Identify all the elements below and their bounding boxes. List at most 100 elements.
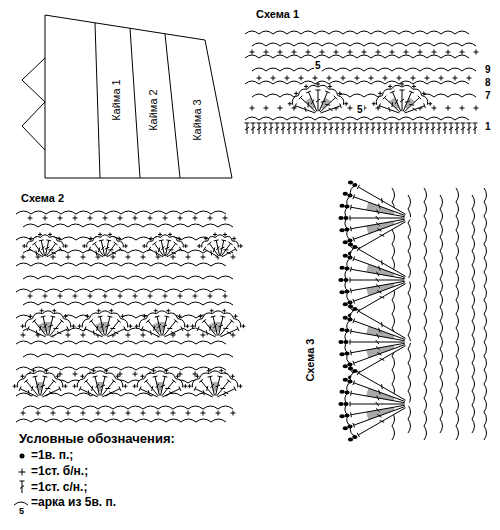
chain-arch (424, 384, 427, 398)
chain-arch (329, 55, 343, 58)
legend-text: =1ст. с/н.; (30, 481, 88, 494)
single-crochet (195, 374, 199, 378)
double-crochet (95, 377, 99, 396)
double-crochet-top (199, 379, 203, 382)
chain-arch (137, 379, 144, 388)
double-crochet-mark (381, 260, 383, 265)
double-crochet-mark (224, 392, 228, 394)
double-crochet (50, 329, 68, 337)
single-crochet (135, 324, 139, 328)
fan-ground (76, 372, 125, 398)
double-crochet-mark (449, 127, 453, 130)
double-crochet (321, 106, 341, 113)
chain-arch (218, 406, 233, 409)
double-crochet (195, 389, 213, 397)
double-crochet-mark (305, 107, 306, 112)
chain-arch (392, 370, 395, 384)
double-crochet-mark (97, 326, 98, 331)
single-crochet (121, 314, 125, 318)
chain-arch (173, 302, 188, 305)
chain-arch (456, 398, 459, 412)
double-crochet-top (357, 185, 360, 189)
double-crochet-top (163, 376, 168, 377)
chain-arch (61, 393, 76, 396)
double-crochet-top (108, 316, 113, 317)
single-crochet (81, 255, 86, 260)
double-crochet-mark (100, 385, 105, 387)
chain-arch (391, 85, 402, 89)
chain-arch (424, 202, 427, 216)
chain-stitch (344, 267, 349, 271)
double-crochet-mark (152, 386, 153, 391)
chain-arch (61, 419, 76, 422)
chain-arch (82, 319, 89, 328)
double-crochet-mark (38, 247, 39, 252)
scheme-title: Схема 1 (255, 8, 300, 20)
single-crochet (103, 216, 108, 221)
double-crochet-mark (380, 420, 385, 422)
chain-arch (77, 379, 84, 388)
single-crochet (383, 76, 388, 81)
single-crochet (111, 255, 116, 260)
double-crochet (351, 393, 405, 402)
single-crochet (316, 82, 320, 86)
chain-arch (136, 289, 151, 292)
chain-stitch (344, 329, 349, 333)
chain-arch (441, 55, 455, 58)
single-crochet (154, 309, 158, 313)
single-crochet (126, 333, 131, 338)
double-crochet-top (98, 316, 103, 317)
chain-arch (208, 236, 216, 241)
double-crochet-top (153, 376, 158, 377)
chain-arch (151, 263, 166, 266)
chain-arch (68, 328, 83, 331)
single-crochet (378, 91, 382, 95)
chain-arch (209, 371, 220, 374)
chain-arch (413, 81, 427, 84)
double-crochet-mark (341, 127, 345, 130)
chain-arch (203, 354, 218, 357)
double-crochet-mark (380, 296, 385, 298)
chain-arch (181, 289, 196, 292)
chain-arch (343, 31, 357, 34)
single-crochet (66, 411, 71, 416)
chain-arch (84, 373, 94, 379)
chain-arch (128, 224, 143, 227)
chain-arch (106, 211, 121, 214)
chain-arch (434, 68, 448, 71)
double-crochet-top (174, 242, 178, 245)
single-crochet (239, 244, 243, 248)
single-crochet (108, 233, 112, 237)
chain-arch (98, 276, 113, 279)
chain-arch (392, 244, 395, 258)
chain-stitch (338, 216, 343, 220)
double-crochet (164, 321, 176, 336)
double-crochet-top (335, 123, 340, 124)
chain-arch (427, 55, 441, 58)
double-crochet-top (84, 326, 86, 331)
chain-arch (151, 289, 166, 292)
chain-stitch (338, 278, 343, 282)
chain-arch (68, 354, 83, 357)
chain-arch (61, 211, 76, 214)
chain-arch (23, 354, 38, 357)
chain-arch (76, 289, 91, 292)
single-crochet (285, 76, 290, 81)
single-crochet (369, 76, 374, 81)
chain-arch (245, 81, 259, 84)
double-crochet-mark (376, 408, 380, 411)
chain-arch (38, 224, 53, 227)
double-crochet-top (350, 340, 351, 345)
double-crochet-top (353, 194, 355, 199)
single-crochet (111, 411, 116, 416)
single-crochet (453, 76, 458, 81)
chain-arch (158, 302, 173, 305)
chain-arch (234, 319, 241, 328)
chain-arch (121, 367, 136, 370)
chain-arch (83, 302, 98, 305)
band-region: Кайма 1 (110, 79, 122, 121)
chain-arch (273, 81, 287, 84)
double-crochet-top (350, 278, 351, 283)
chain-arch (385, 117, 399, 120)
single-crochet (208, 216, 213, 221)
